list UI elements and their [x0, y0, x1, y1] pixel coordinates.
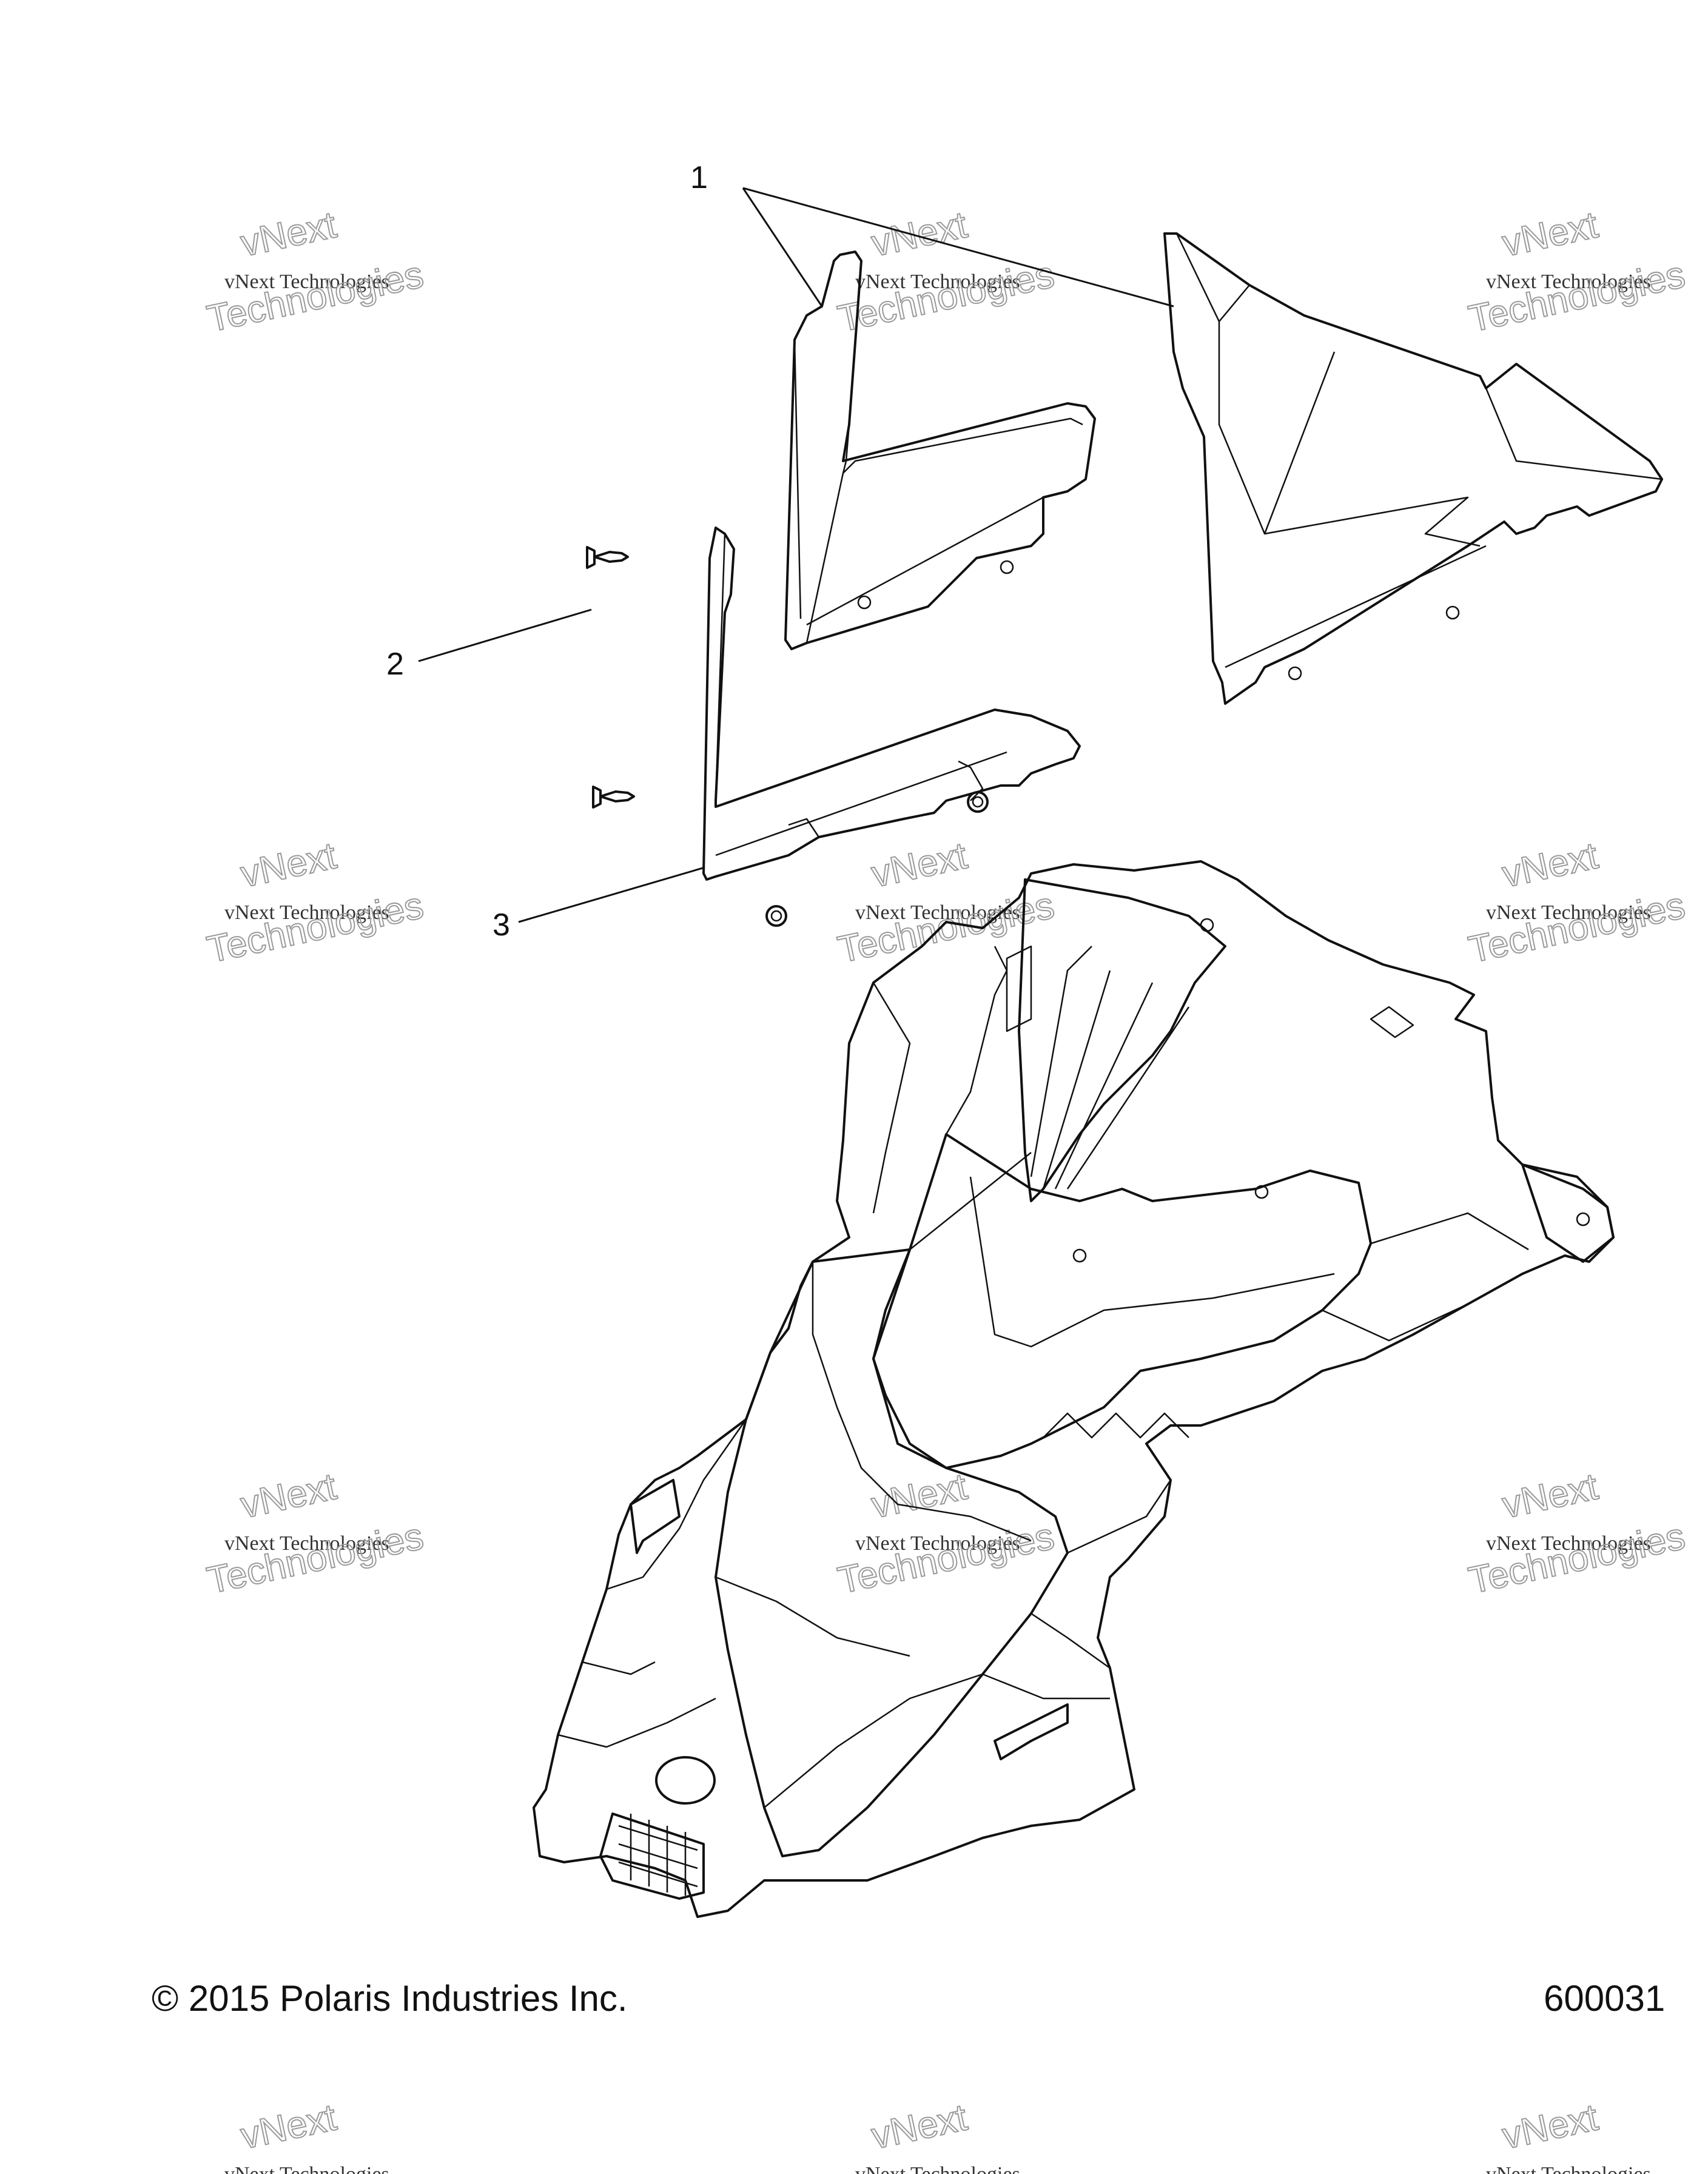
svg-text:Technologies: Technologies	[204, 1515, 427, 1602]
callout-2: 2	[386, 647, 404, 682]
svg-text:vNext: vNext	[237, 204, 340, 264]
svg-text:Technologies: Technologies	[1465, 254, 1689, 340]
watermark: vNext vNext Technologies	[224, 2096, 389, 2174]
watermark: vNext vNext Technologies	[855, 2096, 1020, 2174]
svg-text:vNext: vNext	[237, 1466, 340, 1526]
watermark: vNext vNext Technologies	[1486, 2096, 1651, 2174]
hood-body-panel	[533, 860, 1615, 1918]
svg-text:vNext: vNext	[868, 2096, 970, 2157]
bracket-panel	[702, 527, 1081, 881]
watermark: vNext vNext Technologies Technologies	[834, 1465, 1058, 1603]
watermark: vNext vNext Technologies Technologies	[834, 203, 1058, 341]
svg-text:vNext: vNext	[1499, 1466, 1601, 1526]
svg-text:vNext Technologies: vNext Technologies	[855, 1532, 1020, 1555]
svg-text:vNext Technologies: vNext Technologies	[855, 2163, 1020, 2174]
svg-text:vNext Technologies: vNext Technologies	[1486, 901, 1651, 924]
svg-text:Technologies: Technologies	[204, 254, 427, 340]
leader-lines	[418, 187, 1174, 923]
svg-text:vNext: vNext	[1499, 835, 1601, 895]
watermark: vNext vNext Technologies Technologies	[1465, 834, 1689, 972]
svg-text:vNext Technologies: vNext Technologies	[224, 2163, 389, 2174]
push-rivet	[592, 786, 635, 809]
svg-text:Technologies: Technologies	[1465, 884, 1689, 971]
svg-text:Technologies: Technologies	[1465, 1515, 1689, 1602]
svg-text:vNext: vNext	[868, 835, 970, 895]
svg-text:vNext Technologies: vNext Technologies	[224, 1532, 389, 1555]
svg-text:Technologies: Technologies	[835, 254, 1058, 340]
figure-number: 600031	[1544, 1978, 1666, 2019]
watermark: vNext vNext Technologies Technologies	[1465, 1465, 1689, 1603]
deflector-left	[784, 251, 1096, 650]
callout-3: 3	[493, 907, 510, 943]
deflector-right	[1163, 232, 1663, 705]
push-rivet	[586, 546, 629, 569]
callout-1: 1	[690, 160, 708, 195]
svg-text:vNext: vNext	[1499, 2096, 1601, 2157]
svg-text:vNext Technologies: vNext Technologies	[1486, 2163, 1651, 2174]
svg-text:vNext: vNext	[868, 1466, 970, 1526]
watermark: vNext vNext Technologies Technologies	[203, 834, 428, 972]
copyright-notice: © 2015 Polaris Industries Inc.	[152, 1978, 628, 2019]
svg-text:vNext Technologies: vNext Technologies	[1486, 1532, 1651, 1555]
svg-text:vNext Technologies: vNext Technologies	[855, 271, 1020, 293]
svg-text:vNext Technologies: vNext Technologies	[1486, 271, 1651, 293]
svg-text:Technologies: Technologies	[204, 884, 427, 971]
watermark: vNext vNext Technologies Technologies	[203, 1465, 428, 1603]
svg-text:vNext: vNext	[868, 204, 970, 264]
svg-text:vNext Technologies: vNext Technologies	[224, 271, 389, 293]
svg-text:vNext: vNext	[237, 2096, 340, 2157]
svg-text:Technologies: Technologies	[835, 1515, 1058, 1602]
watermark: vNext vNext Technologies Technologies	[203, 203, 428, 341]
watermark: vNext vNext Technologies Technologies	[1465, 203, 1689, 341]
nut	[765, 791, 989, 927]
svg-text:vNext: vNext	[1499, 204, 1601, 264]
svg-text:vNext: vNext	[237, 835, 340, 895]
svg-text:vNext Technologies: vNext Technologies	[224, 901, 389, 924]
